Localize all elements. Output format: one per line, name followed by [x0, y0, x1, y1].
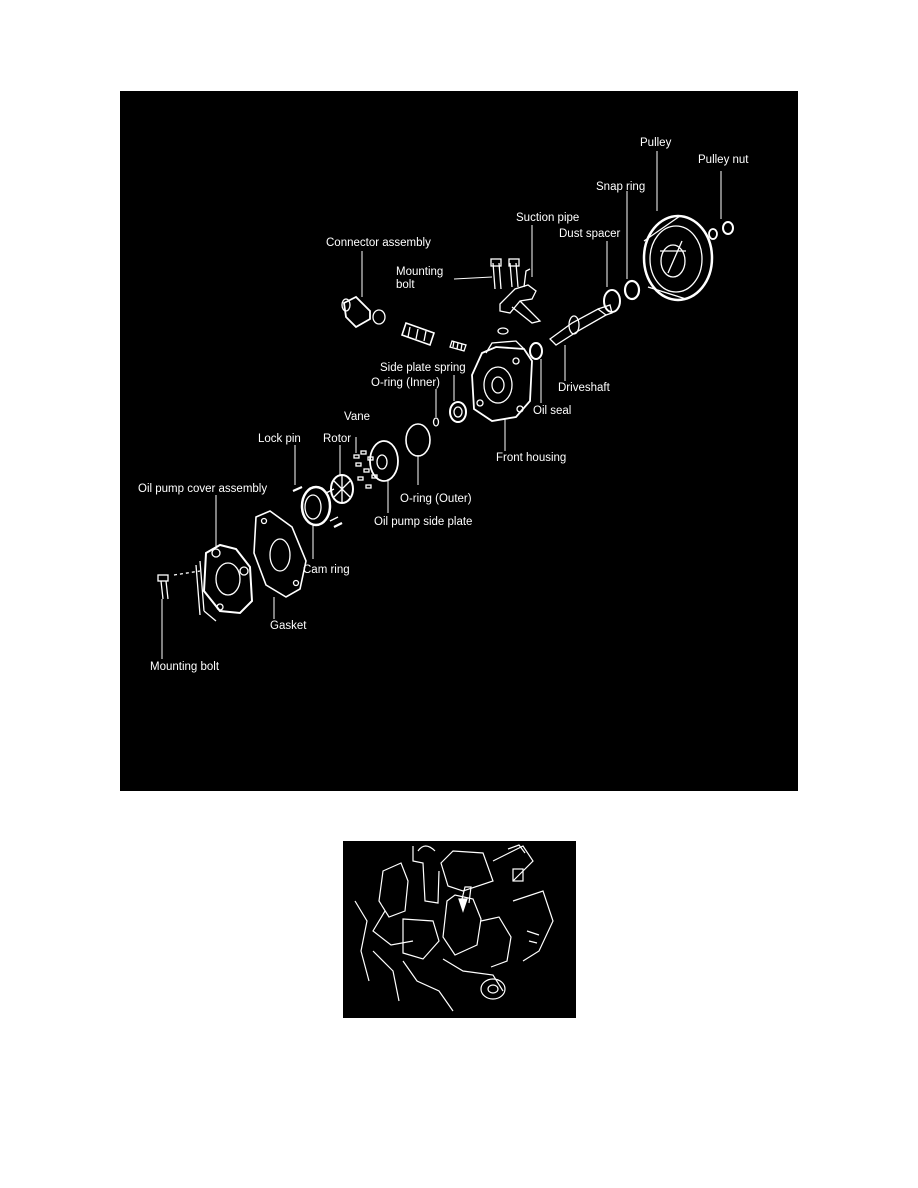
dust-spacer-part [603, 289, 621, 313]
label-o-ring-inner: O-ring (Inner) [371, 377, 441, 389]
pulley-nut-part [708, 221, 734, 240]
o-ring-outer-part [405, 423, 431, 457]
label-pulley-nut: Pulley nut [698, 154, 749, 166]
label-vane: Vane [344, 411, 371, 423]
label-oil-seal: Oil seal [533, 405, 572, 417]
oil-pump-side-plate-part [369, 440, 399, 482]
driveshaft-part [549, 304, 613, 346]
oil-seal-part [529, 342, 543, 360]
gasket-part [253, 510, 307, 598]
engine-bay-location-illustration [343, 841, 576, 1018]
control-valve-part [400, 321, 467, 352]
label-dust-spacer: Dust spacer [559, 228, 621, 240]
oil-pump-cover-part [195, 543, 254, 622]
label-mounting-bolt-top-line1: Mounting [396, 266, 444, 278]
leader-lines [161, 151, 722, 659]
lock-pin-part [292, 485, 303, 493]
snap-ring-part [623, 279, 641, 301]
cam-ring-part [300, 485, 339, 527]
engine-bay-drawing [354, 844, 554, 1012]
label-oil-pump-cover-assembly: Oil pump cover assembly [138, 483, 268, 495]
label-connector-assembly: Connector assembly [326, 237, 431, 249]
label-lock-pin: Lock pin [258, 433, 301, 445]
top-mounting-bolts-part [490, 258, 520, 290]
label-o-ring-outer: O-ring (Outer) [400, 493, 472, 505]
o-ring-inner-part [432, 417, 440, 427]
label-suction-pipe: Suction pipe [516, 212, 580, 224]
label-cam-ring: Cam ring [303, 564, 350, 576]
label-front-housing: Front housing [496, 452, 567, 464]
label-mounting-bolt-top-line2: bolt [396, 279, 415, 291]
connector-assembly-part [341, 295, 386, 329]
suction-pipe-part [497, 268, 542, 335]
pulley-part [642, 214, 714, 302]
label-mounting-bolt-bottom: Mounting bolt [150, 661, 220, 673]
power-steering-pump-exploded-diagram: Pulley Pulley nut Snap ring Suction pipe… [120, 91, 798, 791]
label-rotor: Rotor [323, 433, 352, 445]
vanes-part [353, 450, 378, 489]
label-gasket: Gasket [270, 620, 307, 632]
side-plate-spring-part [449, 401, 467, 423]
label-side-plate-spring: Side plate spring [380, 362, 466, 374]
label-oil-pump-side-plate: Oil pump side plate [374, 516, 473, 528]
label-pulley: Pulley [640, 137, 672, 149]
label-driveshaft: Driveshaft [558, 382, 610, 394]
bottom-mounting-bolt-part [157, 570, 201, 600]
front-housing-part [471, 340, 533, 422]
rotor-part [330, 474, 354, 504]
diagram-drawing [157, 151, 734, 659]
label-snap-ring: Snap ring [596, 181, 646, 193]
